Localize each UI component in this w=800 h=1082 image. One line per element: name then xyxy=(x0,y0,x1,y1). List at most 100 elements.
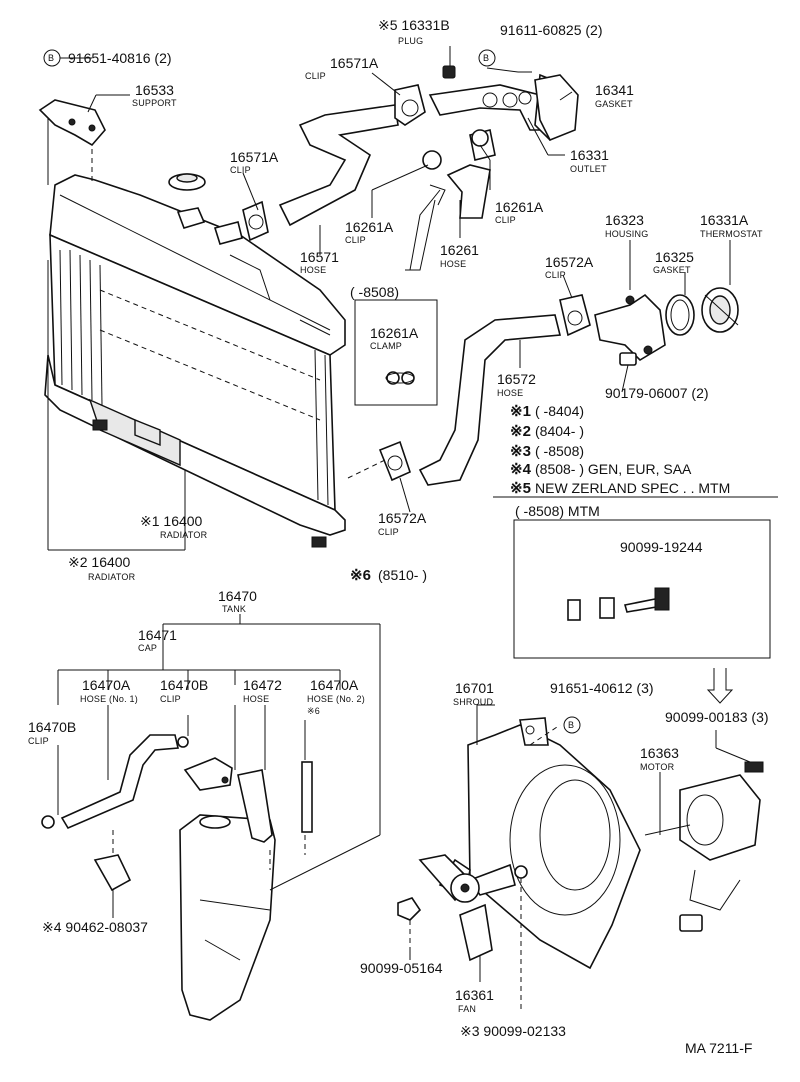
callout-cap-num: 16471 xyxy=(138,627,177,643)
callout-outlet-num: 16331 xyxy=(570,147,609,163)
callout-clip2-sub: CLIP xyxy=(230,165,251,175)
callout-gasket1-sub: GASKET xyxy=(595,99,633,109)
water-inlet-housing[interactable] xyxy=(594,293,666,362)
radiator[interactable] xyxy=(44,173,346,548)
fan-shroud[interactable] xyxy=(467,717,641,970)
callout-screw1-num: 90099-00183 (3) xyxy=(665,709,769,725)
callout-washer-num: ※3 90099-02133 xyxy=(460,1023,566,1039)
bolt-mark-b3: B xyxy=(563,716,581,734)
callout-tank-num: 16470 xyxy=(218,588,257,604)
callout-screw2-num: 90099-19244 xyxy=(620,539,703,555)
callout-radiator1-num: ※1 16400 xyxy=(140,513,203,529)
callout-motor-sub: MOTOR xyxy=(640,762,675,772)
callout-clip3-num: 16261A xyxy=(495,199,544,215)
callout-housing-num: 16323 xyxy=(605,212,644,228)
upper-clip-2[interactable] xyxy=(242,200,269,242)
nut-90099-05164[interactable] xyxy=(397,897,422,921)
note-1-mark: ※1 xyxy=(510,403,531,420)
callout-hose4-num: 16470A xyxy=(82,677,131,693)
hose-no2[interactable] xyxy=(301,761,313,833)
callout-support-num: 16533 xyxy=(135,82,174,98)
callout-clip4-num: 16261A xyxy=(345,219,394,235)
note-6-text: (8510- ) xyxy=(378,567,427,583)
reserve-tank[interactable] xyxy=(179,814,276,1021)
flow-arrow-upper xyxy=(405,184,446,271)
fan-16361[interactable] xyxy=(418,854,516,962)
callout-hose2-num: 16261 xyxy=(440,242,479,258)
callout-cap-sub: CAP xyxy=(138,643,157,653)
tank-tree-lines xyxy=(57,614,381,918)
upper-hose[interactable] xyxy=(278,104,399,227)
callout-b3-num: 91651-40612 (3) xyxy=(550,680,654,696)
callout-clip7-num: 16470B xyxy=(160,677,208,693)
note-3-mark: ※3 xyxy=(510,443,531,460)
gasket-16341[interactable] xyxy=(534,74,579,142)
callout-nut1-num: 90099-05164 xyxy=(360,960,443,976)
callout-thermostat-num: 16331A xyxy=(700,212,749,228)
callout-radiator2-sub: RADIATOR xyxy=(88,572,136,582)
lower-clip-lower[interactable] xyxy=(378,440,411,482)
hose-no1[interactable] xyxy=(60,734,179,830)
callout-plug-sub: PLUG xyxy=(398,36,423,46)
callout-clip5-num: 16572A xyxy=(545,254,594,270)
callout-hose6-num: 16470A xyxy=(310,677,359,693)
callout-clip4-sub: CLIP xyxy=(345,235,366,245)
callout-clip7-sub: CLIP xyxy=(160,694,181,704)
tank-cap[interactable] xyxy=(183,757,233,791)
note-2-mark: ※2 xyxy=(510,423,531,440)
lower-clip-upper[interactable] xyxy=(559,294,591,337)
mtm-inset-box xyxy=(513,519,771,659)
bypass-clip-1[interactable] xyxy=(422,129,489,170)
clamp-90462[interactable] xyxy=(93,854,132,892)
lower-hose-16572[interactable] xyxy=(418,314,562,486)
callout-housing-sub: HOUSING xyxy=(605,229,648,239)
callout-clip2-num: 16571A xyxy=(230,149,279,165)
clamp-box-title: ( -8508) xyxy=(350,284,399,300)
callout-clip1-num: 16571A xyxy=(330,55,379,71)
hose-16472[interactable] xyxy=(237,769,273,843)
callout-clamp-num: 16261A xyxy=(370,325,419,341)
footer-code: MA 7211-F xyxy=(685,1040,752,1056)
callout-clip1-sub: CLIP xyxy=(305,71,326,81)
note-5-text: NEW ZERLAND SPEC . . MTM xyxy=(535,480,730,496)
note-4-text: (8508- ) GEN, EUR, SAA xyxy=(535,461,692,477)
note-6-mark: ※6 xyxy=(350,567,371,584)
fan-motor-16363[interactable] xyxy=(644,774,761,932)
clip-16470b-top[interactable] xyxy=(177,736,189,748)
gasket-16325[interactable] xyxy=(665,294,695,336)
callout-thermostat-sub: THERMOSTAT xyxy=(700,229,763,239)
callout-bolt1-num: 90179-06007 (2) xyxy=(605,385,709,401)
callout-radiator1-sub: RADIATOR xyxy=(160,530,208,540)
note-3-text: ( -8508) xyxy=(535,443,584,459)
callout-clip6-sub: CLIP xyxy=(378,527,399,537)
callout-radiator2-num: ※2 16400 xyxy=(68,554,131,570)
callout-fan-sub: FAN xyxy=(458,1004,476,1014)
callout-hose6-sub: HOSE (No. 2) xyxy=(307,694,365,704)
screw-90099-00183[interactable] xyxy=(744,761,764,773)
bypass-hose-16261[interactable] xyxy=(446,164,491,219)
upper-clip-1[interactable] xyxy=(394,84,426,126)
callout-hose1-sub: HOSE xyxy=(300,265,326,275)
callout-b2-num: 91611-60825 (2) xyxy=(500,22,602,38)
support-bracket[interactable] xyxy=(38,99,106,147)
callout-hose5-num: 16472 xyxy=(243,677,282,693)
callout-motor-num: 16363 xyxy=(640,745,679,761)
callout-b1-num: 91651-40816 (2) xyxy=(68,50,172,66)
callout-hose3-sub: HOSE xyxy=(497,388,523,398)
bolt-mark-letter: B xyxy=(48,53,54,63)
callout-hose5-sub: HOSE xyxy=(243,694,269,704)
callout-support-sub: SUPPORT xyxy=(132,98,177,108)
plug-16331b[interactable] xyxy=(442,65,456,79)
washer-90099-02133[interactable] xyxy=(514,865,528,879)
callout-clip5-sub: CLIP xyxy=(545,270,566,280)
clip-16470b-left[interactable] xyxy=(41,815,55,829)
thermostat-16331a[interactable] xyxy=(701,287,739,333)
callout-clip3-sub: CLIP xyxy=(495,215,516,225)
bolt-mark-b2: B xyxy=(478,49,496,67)
bolt-mark-letter: B xyxy=(568,720,574,730)
mtm-box-title: ( -8508) MTM xyxy=(515,503,600,519)
callout-hose3-num: 16572 xyxy=(497,371,536,387)
bolt-90179[interactable] xyxy=(619,352,637,366)
note-1-text: ( -8404) xyxy=(535,403,584,419)
